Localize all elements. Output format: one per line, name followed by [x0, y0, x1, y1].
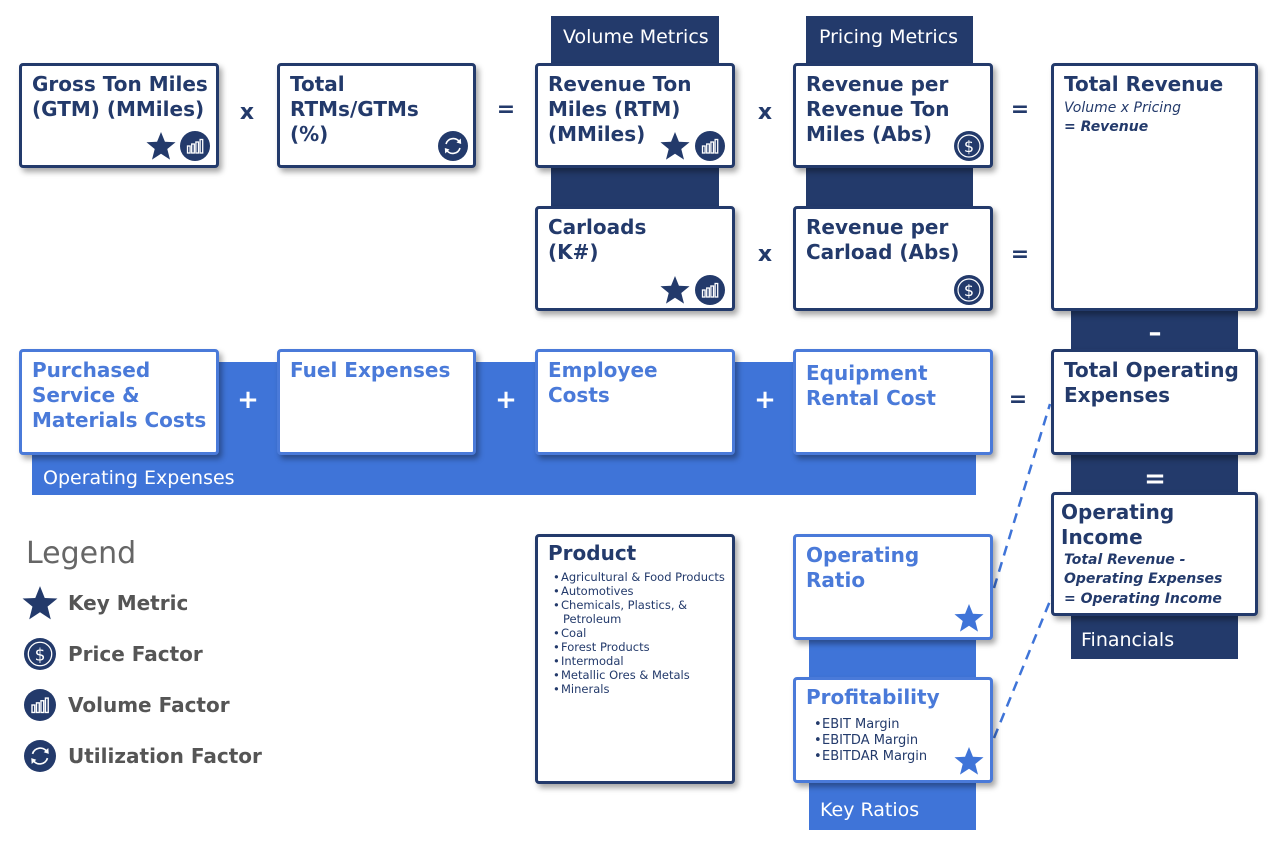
product-box: Product Agricultural & Food Products Aut…: [535, 534, 735, 784]
legend-title: Legend: [26, 536, 137, 571]
plus-operator: +: [237, 385, 259, 415]
total-revenue-title: Total Revenue: [1064, 72, 1224, 96]
rtm-box: Revenue Ton Miles (RTM) (MMiles): [535, 63, 735, 168]
employee-costs-box: Employee Costs: [535, 349, 735, 455]
profitability-list: EBIT Margin EBITDA Margin EBITDAR Margin: [814, 717, 927, 765]
legend-utilization-factor: Utilization Factor: [68, 744, 262, 768]
carloads-title: Carloads (K#): [548, 215, 647, 264]
rev-per-rtm-title: Revenue per Revenue Ton Miles (Abs): [806, 72, 950, 146]
fuel-expenses-title: Fuel Expenses: [290, 358, 451, 382]
equals-operator: =: [1008, 387, 1028, 412]
employee-costs-title: Employee Costs: [548, 358, 658, 407]
equals-operator: =: [1010, 97, 1030, 122]
list-item: Chemicals, Plastics, &: [553, 598, 725, 612]
operating-income-box: Operating Income Total Revenue - Operati…: [1051, 492, 1258, 616]
bar-chart-icon: [180, 131, 210, 161]
list-item: EBIT Margin: [814, 717, 927, 733]
rtm-gtm-box: Total RTMs/GTMs (%): [277, 63, 476, 168]
minus-operator: –: [1148, 318, 1162, 348]
equals-operator: =: [1144, 464, 1166, 494]
dollar-icon: [954, 275, 984, 305]
total-revenue-box: Total Revenue Volume x Pricing = Revenue: [1051, 63, 1258, 311]
bar-chart-icon: [695, 131, 725, 161]
equals-operator: =: [496, 97, 516, 122]
fuel-expenses-box: Fuel Expenses: [277, 349, 476, 455]
times-operator: x: [757, 100, 773, 125]
carloads-box: Carloads (K#): [535, 206, 735, 311]
list-item: Forest Products: [553, 640, 725, 654]
gtm-box: Gross Ton Miles (GTM) (MMiles): [19, 63, 219, 168]
operating-income-result: = Operating Income: [1064, 591, 1222, 607]
profitability-title: Profitability: [806, 685, 940, 709]
legend-key-metric: Key Metric: [68, 591, 189, 615]
bar-chart-icon: [695, 275, 725, 305]
financials-label: Financials: [1081, 629, 1175, 651]
star-icon: [660, 131, 690, 161]
rev-per-rtm-box: Revenue per Revenue Ton Miles (Abs): [793, 63, 993, 168]
purchased-services-title: Purchased Service & Materials Costs: [32, 358, 207, 432]
total-operating-expenses-title: Total Operating Expenses: [1064, 358, 1239, 407]
list-item: Coal: [553, 626, 725, 640]
rtm-gtm-title: Total RTMs/GTMs (%): [290, 72, 419, 146]
purchased-services-box: Purchased Service & Materials Costs: [19, 349, 219, 455]
profitability-box: Profitability EBIT Margin EBITDA Margin …: [793, 677, 993, 783]
legend-volume-factor: Volume Factor: [68, 693, 230, 717]
rev-per-carload-box: Revenue per Carload (Abs): [793, 206, 993, 311]
list-item: Automotives: [553, 584, 725, 598]
total-revenue-result: = Revenue: [1064, 119, 1149, 135]
star-icon: [954, 746, 984, 776]
times-operator: x: [239, 100, 255, 125]
list-item: Minerals: [553, 682, 725, 696]
equals-operator: =: [1010, 242, 1030, 267]
bar-chart-icon: [24, 689, 56, 721]
total-operating-expenses-box: Total Operating Expenses: [1051, 349, 1258, 455]
plus-operator: +: [495, 385, 517, 415]
list-item: Agricultural & Food Products: [553, 570, 725, 584]
pricing-metrics-label: Pricing Metrics: [819, 26, 959, 48]
cycle-icon: [24, 740, 56, 772]
total-revenue-formula: Volume x Pricing: [1064, 100, 1181, 116]
operating-income-formula: Total Revenue - Operating Expenses: [1064, 552, 1223, 587]
equipment-rental-box: Equipment Rental Cost: [793, 349, 993, 455]
dollar-icon: [954, 131, 984, 161]
cycle-icon: [438, 131, 468, 161]
product-list: Agricultural & Food Products Automotives…: [553, 570, 725, 696]
operating-ratio-box: Operating Ratio: [793, 534, 993, 640]
list-item: EBITDA Margin: [814, 733, 927, 749]
list-item: Intermodal: [553, 654, 725, 668]
dollar-icon: [24, 638, 56, 670]
equipment-rental-title: Equipment Rental Cost: [806, 361, 936, 410]
product-title: Product: [548, 541, 637, 565]
volume-metrics-label: Volume Metrics: [563, 26, 709, 48]
star-icon: [146, 131, 176, 161]
gtm-title: Gross Ton Miles (GTM) (MMiles): [32, 72, 208, 121]
legend-price-factor: Price Factor: [68, 642, 203, 666]
rtm-title: Revenue Ton Miles (RTM) (MMiles): [548, 72, 692, 146]
plus-operator: +: [754, 385, 776, 415]
operating-ratio-title: Operating Ratio: [806, 543, 920, 592]
star-icon: [660, 275, 690, 305]
star-icon: [954, 603, 984, 633]
star-icon: [22, 585, 58, 621]
operating-income-title: Operating Income: [1061, 500, 1175, 549]
list-item: Petroleum: [563, 612, 622, 626]
list-item: EBITDAR Margin: [814, 749, 927, 765]
rev-per-carload-title: Revenue per Carload (Abs): [806, 215, 960, 264]
key-ratios-label: Key Ratios: [820, 799, 920, 821]
list-item: Metallic Ores & Metals: [553, 668, 725, 682]
operating-expenses-label: Operating Expenses: [43, 467, 235, 489]
times-operator: x: [757, 242, 773, 267]
